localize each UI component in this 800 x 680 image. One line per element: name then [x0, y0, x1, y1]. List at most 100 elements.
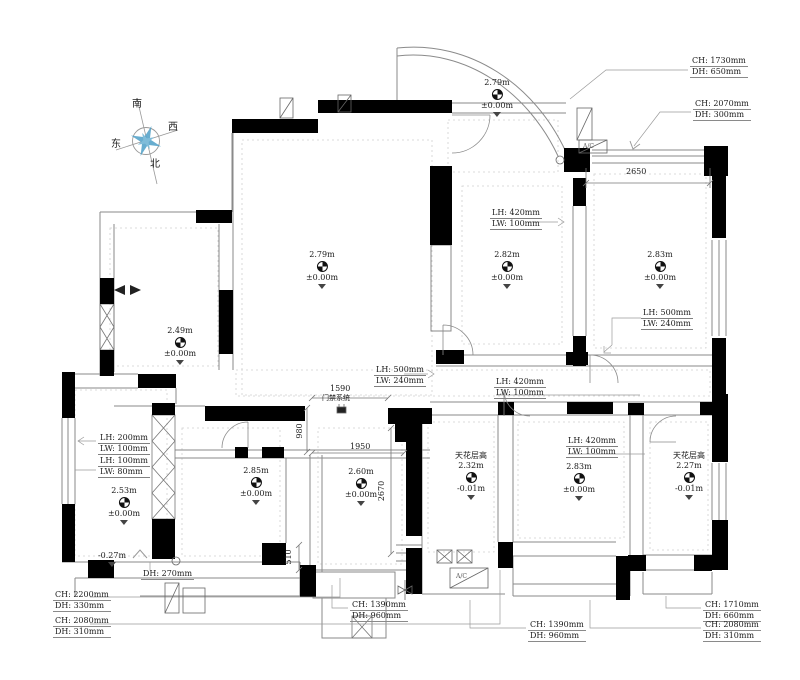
room-height: 2.49m — [167, 326, 193, 335]
ac-unit-label-top: A/C — [583, 143, 594, 150]
room-height: 2.85m — [243, 466, 269, 475]
beam-note-hall-right: LH: 420mm LW: 100mm — [494, 377, 546, 399]
level-icon — [573, 473, 585, 484]
level-marker-room-249: 2.49m ±0.00m — [164, 326, 196, 365]
ceiling-elevation: -0.01m — [456, 484, 486, 493]
level-icon — [491, 89, 503, 100]
level-icon — [355, 478, 367, 489]
room-elevation: ±0.00m — [163, 349, 197, 358]
room-height: 2.79m — [309, 250, 335, 259]
dim-1590: 1590 — [330, 384, 351, 393]
opening-note-bottom-left-2: CH: 2080mm DH: 310mm — [53, 616, 111, 638]
dim-1950: 1950 — [350, 442, 371, 451]
compass-south-label: 南 — [132, 99, 142, 110]
opening-ch: CH: 1730mm — [690, 56, 748, 67]
compass-east-label: 东 — [111, 139, 121, 150]
room-elevation: ±0.00m — [344, 490, 378, 499]
level-icon — [316, 261, 328, 272]
beam-height: LH: 420mm — [490, 208, 542, 219]
room-elevation: ±0.00m — [480, 101, 514, 110]
opening-dh: DH: 300mm — [693, 110, 751, 121]
opening-ch: CH: 1390mm — [528, 620, 586, 631]
level-marker-room-253: 2.53m ±0.00m — [108, 486, 140, 525]
compass-icon — [115, 97, 179, 185]
ceiling-marker-232: 天花层高 2.32m -0.01m — [455, 451, 487, 500]
level-marker-bedroom-right: 2.83m ±0.00m — [644, 250, 676, 289]
elevation-triangle-icon — [175, 360, 184, 365]
room-height: 2.53m — [111, 486, 137, 495]
beam-width: LW: 100mm — [566, 447, 618, 458]
ceiling-label: 天花层高 — [455, 451, 487, 460]
walls — [62, 100, 728, 600]
level-marker-bedroom-mid: 2.82m ±0.00m — [491, 250, 523, 289]
opening-ch: CH: 2200mm — [53, 590, 111, 601]
level-icon — [501, 261, 513, 272]
beam-width: LW: 100mm — [98, 444, 150, 455]
elevation-triangle-icon — [251, 500, 260, 505]
elevation-triangle-icon — [502, 284, 511, 289]
level-icon — [465, 472, 477, 483]
fixtures — [164, 94, 608, 614]
room-height: 2.83m — [566, 462, 592, 471]
level-marker-room-260: 2.60m ±0.00m — [345, 467, 377, 506]
beam-note-left-lower: LH: 100mm LW: 80mm — [98, 456, 150, 478]
beam-note-bedroom-right: LH: 500mm LW: 240mm — [641, 308, 693, 330]
beam-height: LH: 500mm — [374, 365, 426, 376]
elevation-triangle-icon — [492, 112, 501, 117]
compass-west-label: 西 — [168, 122, 178, 133]
dim-2650: 2650 — [626, 167, 647, 176]
elevation-triangle-icon — [107, 562, 116, 567]
room-elevation: ±0.00m — [239, 489, 273, 498]
dim-2670: 2670 — [377, 480, 386, 502]
room-elevation: ±0.00m — [643, 273, 677, 282]
opening-dh: DH: 310mm — [53, 627, 111, 638]
level-marker-balcony: 2.79m ±0.00m — [481, 78, 513, 117]
beam-width: LW: 240mm — [641, 319, 693, 330]
opening-dh: DH: 660mm — [703, 611, 761, 622]
elevation-triangle-icon — [685, 495, 693, 500]
level-marker-room-285: 2.85m ±0.00m — [240, 466, 272, 505]
elevation-triangle-icon — [574, 496, 583, 501]
opening-dh: DH: 330mm — [53, 601, 111, 612]
beam-height: LH: 420mm — [494, 377, 546, 388]
beam-height: LH: 200mm — [98, 433, 150, 444]
spot-elevation: -0.27m — [98, 551, 126, 567]
opening-dh: DH: 960mm — [350, 611, 408, 622]
leader-lines — [75, 69, 701, 629]
room-elevation: ±0.00m — [305, 273, 339, 282]
level-marker-room-283-lower: 2.83m ±0.00m — [563, 462, 595, 501]
opening-note-bottom-right-1: CH: 1710mm DH: 660mm — [703, 600, 761, 622]
level-icon — [683, 472, 695, 483]
beam-note-bedroom-mid: LH: 420mm LW: 100mm — [490, 208, 542, 230]
beam-width: LW: 100mm — [494, 388, 546, 399]
door-access-system-label: 门禁系统 — [322, 394, 350, 402]
ceiling-marker-227: 天花层高 2.27m -0.01m — [673, 451, 705, 500]
beam-height: LH: 420mm — [566, 436, 618, 447]
level-icon — [654, 261, 666, 272]
opening-dh: DH: 650mm — [690, 67, 748, 78]
elevation-triangle-icon — [356, 501, 365, 506]
opening-note-bottom-left-1: CH: 2200mm DH: 330mm — [53, 590, 111, 612]
opening-dh: DH: 270mm — [141, 569, 195, 580]
beam-height: LH: 100mm — [98, 456, 150, 467]
beam-note-room-283-lower: LH: 420mm LW: 100mm — [566, 436, 618, 458]
opening-ch: CH: 1390mm — [350, 600, 408, 611]
room-elevation: ±0.00m — [490, 273, 524, 282]
ceiling-label: 天花层高 — [673, 451, 705, 460]
beam-height: LH: 500mm — [641, 308, 693, 319]
beam-width: LW: 80mm — [98, 467, 150, 478]
opening-ch: CH: 2080mm — [703, 620, 761, 631]
opening-note-arc-window: CH: 1730mm DH: 650mm — [690, 56, 748, 78]
dimension-lines — [295, 168, 714, 574]
room-height: 2.79m — [484, 78, 510, 87]
room-height: 2.82m — [494, 250, 520, 259]
level-marker-living: 2.79m ±0.00m — [306, 250, 338, 289]
beam-width: LW: 240mm — [374, 376, 426, 387]
opening-note-top-right: CH: 2070mm DH: 300mm — [693, 99, 751, 121]
elevation-triangle-icon — [119, 520, 128, 525]
room-height: 2.60m — [348, 467, 374, 476]
ceiling-dashed-lines — [74, 119, 711, 565]
dim-980: 980 — [295, 423, 304, 439]
opening-dh: DH: 310mm — [703, 631, 761, 642]
